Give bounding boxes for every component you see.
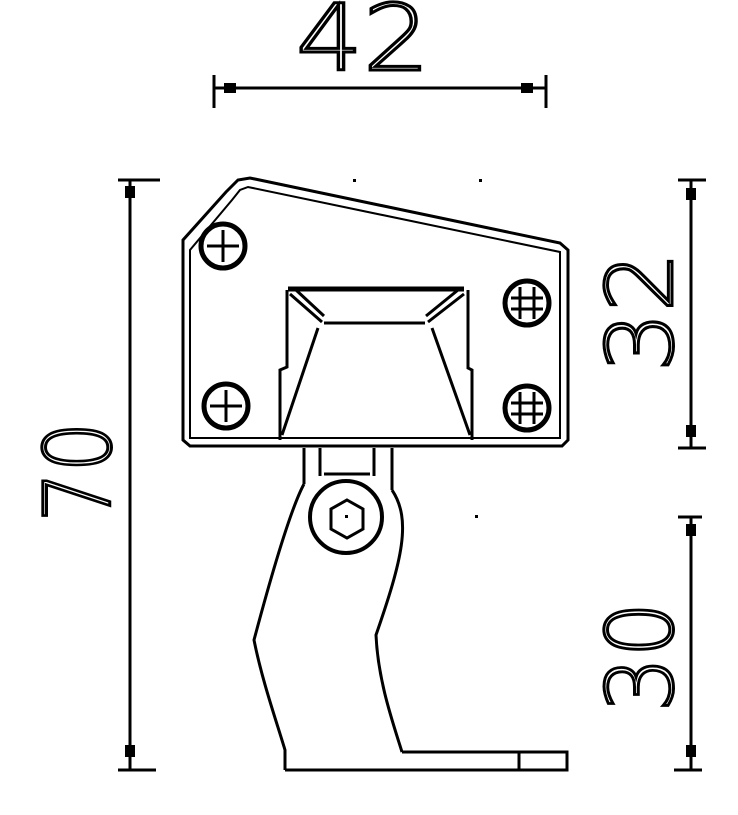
dimension-30: [674, 515, 702, 772]
screw-bottom-right: [502, 383, 552, 433]
dimension-label-32: 32: [587, 252, 694, 372]
base-plate: [285, 750, 569, 772]
yoke-neck: [302, 448, 394, 490]
screw-top-right: [502, 278, 552, 328]
dimension-label-70: 70: [25, 422, 132, 522]
mounting-bracket: [252, 483, 405, 770]
stray-points: [353, 179, 482, 518]
dimension-label-42: 42: [296, 0, 430, 92]
dimension-32: [678, 178, 706, 450]
pivot-bolt: [308, 479, 384, 555]
dimension-70: [118, 178, 160, 772]
lamp-housing: [181, 176, 570, 448]
dimension-label-30: 30: [587, 602, 694, 712]
screw-top-left: [198, 221, 248, 271]
front-lens: [278, 286, 474, 440]
dimension-42: [212, 75, 548, 108]
screw-bottom-left: [201, 381, 251, 431]
